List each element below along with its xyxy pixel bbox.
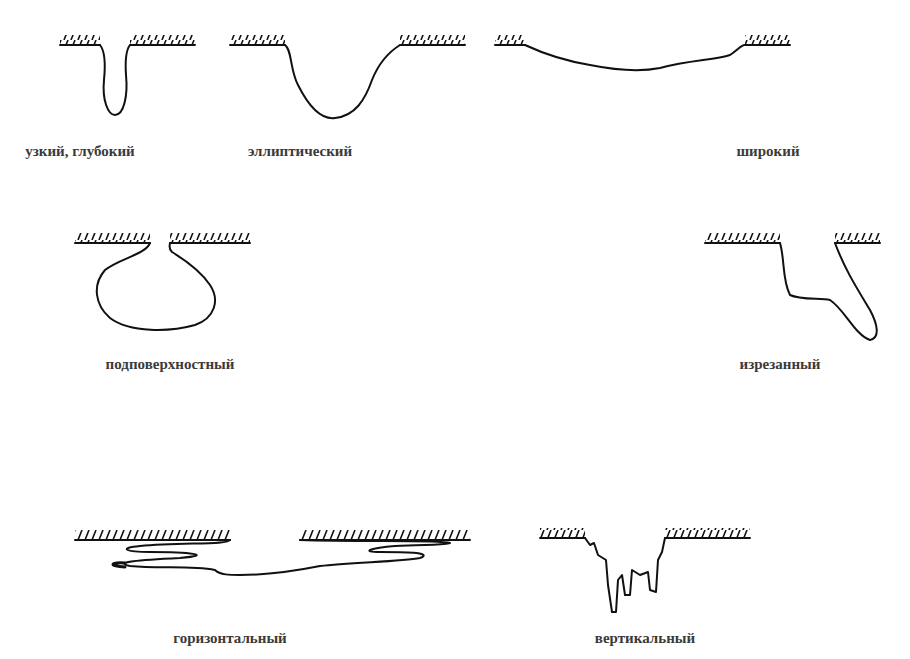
undercut-shape <box>705 233 880 340</box>
horizontal-shape <box>75 530 470 575</box>
shape-label: широкий <box>736 143 799 160</box>
shape-label: эллиптический <box>248 143 352 160</box>
elliptical-shape <box>230 35 465 118</box>
shape-label: горизонтальный <box>173 630 287 647</box>
shape-label: подповерхностный <box>106 356 235 373</box>
wide-shape <box>495 35 790 70</box>
narrow-deep-shape <box>60 35 195 115</box>
shape-label: вертикальный <box>595 630 695 647</box>
vertical-shape <box>540 528 750 612</box>
shape-label: узкий, глубокий <box>25 143 134 160</box>
shape-label: изрезанный <box>740 356 821 373</box>
subsurface-shape <box>75 233 250 330</box>
